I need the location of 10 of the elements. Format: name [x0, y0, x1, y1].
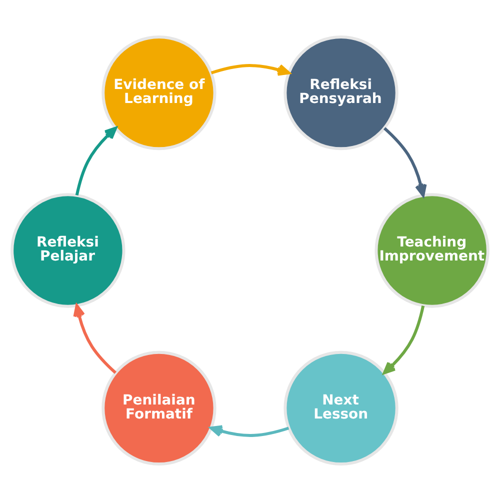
arrow	[383, 305, 425, 374]
node-circle: Refleksi Pensyarah	[284, 35, 398, 150]
node-circle: Teaching Improvement	[374, 192, 490, 308]
arrow	[210, 64, 290, 76]
node-circle: Penilaian Formatif	[102, 350, 216, 465]
arrow	[75, 126, 117, 195]
arrow	[210, 424, 290, 436]
arrow	[383, 126, 427, 196]
arrow	[73, 304, 117, 374]
node-circle: Refleksi Pelajar	[10, 192, 126, 308]
